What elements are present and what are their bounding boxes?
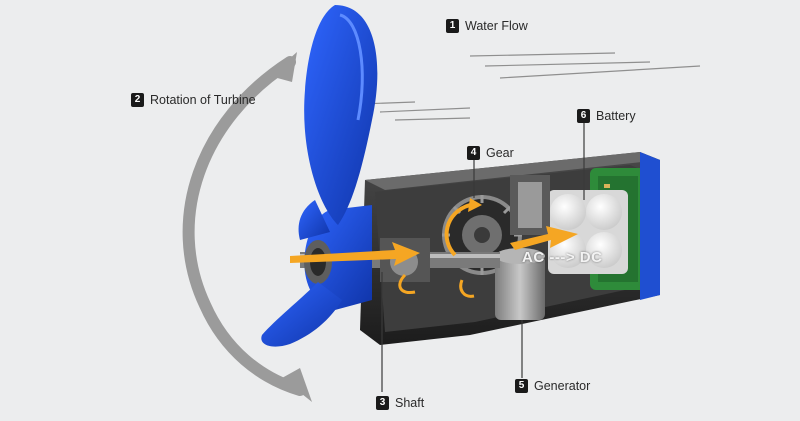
rotation-arrow-icon (182, 52, 312, 402)
label-number: 6 (577, 109, 590, 123)
label-text: Generator (534, 379, 591, 393)
energy-arrow-icon (290, 198, 578, 298)
rotation-label: 2 Rotation of Turbine (131, 93, 256, 107)
battery-cells (548, 190, 628, 274)
label-number: 5 (515, 379, 528, 393)
label-text: Battery (596, 109, 636, 123)
water-flow-label: 1 Water Flow (446, 19, 528, 33)
water-flow-lines-icon (359, 52, 701, 121)
label-text: Shaft (395, 396, 425, 410)
generator-label: 5 Generator (515, 379, 590, 393)
battery-label: 6 Battery (577, 109, 636, 123)
gear-label: 4 Gear (467, 146, 514, 160)
label-text: Water Flow (465, 19, 528, 33)
shaft-label: 3 Shaft (376, 396, 424, 410)
label-number: 2 (131, 93, 144, 107)
generator-body (495, 248, 545, 320)
label-number: 4 (467, 146, 480, 160)
label-number: 3 (376, 396, 389, 410)
label-number: 1 (446, 19, 459, 33)
turbine-blades (261, 5, 378, 347)
label-text: Rotation of Turbine (150, 93, 256, 107)
ac-dc-conversion-text: AC ---> DC (522, 249, 603, 266)
label-text: Gear (486, 146, 514, 160)
battery-compartment (548, 152, 660, 300)
